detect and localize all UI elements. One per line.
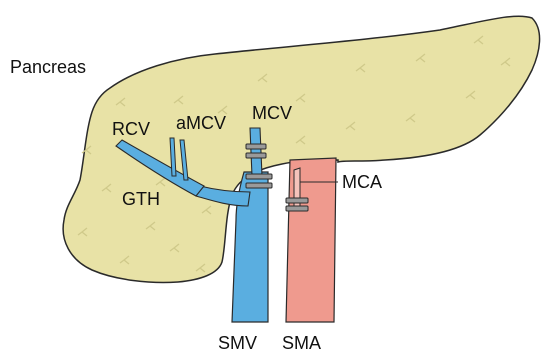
- label-sma: SMA: [282, 334, 321, 352]
- label-mcv: MCV: [252, 104, 292, 122]
- label-rcv: RCV: [112, 120, 150, 138]
- label-mca: MCA: [342, 173, 382, 191]
- label-pancreas: Pancreas: [10, 58, 86, 76]
- label-amcv: aMCV: [176, 114, 226, 132]
- label-gth: GTH: [122, 190, 160, 208]
- mcv-vessel: [250, 128, 262, 176]
- label-smv: SMV: [218, 334, 257, 352]
